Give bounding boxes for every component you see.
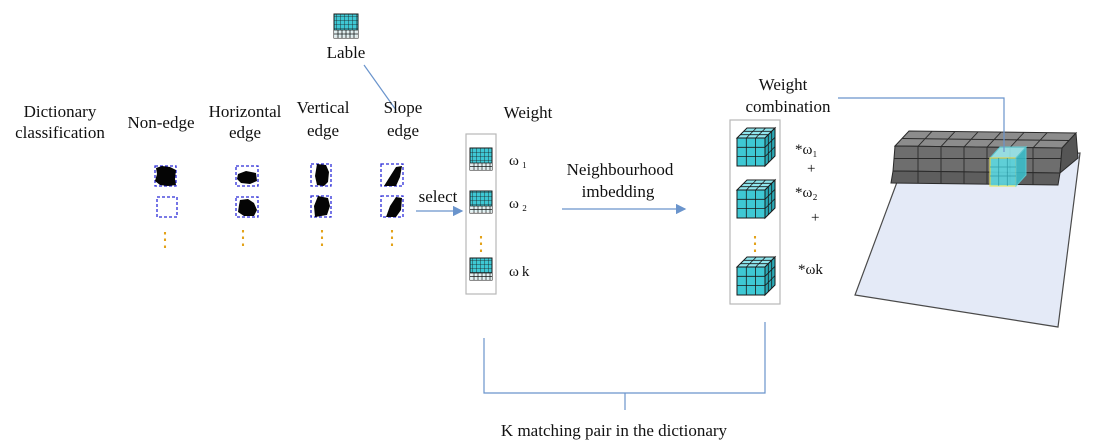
lable-grid-icon xyxy=(333,13,359,39)
nonedge-patch-1 xyxy=(154,165,177,187)
combination-cube-2 xyxy=(735,178,777,220)
matching-bracket xyxy=(483,322,766,394)
weight-grid-1 xyxy=(469,147,493,171)
combination-cube-k xyxy=(735,255,777,297)
combination-plus-1: + xyxy=(807,161,815,177)
weight-title: Weight xyxy=(504,103,553,122)
horizontal-label-line2: edge xyxy=(229,123,261,142)
slope-label-line1: Slope xyxy=(384,98,423,117)
combination-ellipsis: ⋮ xyxy=(745,233,765,255)
select-label: select xyxy=(419,187,458,206)
neighbourhood-label-line1: Neighbourhood xyxy=(567,160,674,179)
vertical-patch-2 xyxy=(310,195,332,218)
weight-grid-k xyxy=(469,257,493,281)
combination-term-1: *ω₁ xyxy=(795,142,818,158)
lable-text: Lable xyxy=(327,43,366,62)
dictionary-label-line2: classification xyxy=(15,123,105,142)
slope-ellipsis: ⋮ xyxy=(382,227,402,249)
block-row xyxy=(890,130,1079,186)
slope-patch-1 xyxy=(380,163,404,187)
nonedge-ellipsis: ⋮ xyxy=(155,229,175,251)
slope-patch-2 xyxy=(380,195,404,218)
combination-plus-2: + xyxy=(811,210,819,226)
combination-term-2: *ω₂ xyxy=(795,185,818,201)
neighbourhood-label-line2: imbedding xyxy=(582,182,655,201)
combination-term-k: *ωk xyxy=(798,262,823,278)
combination-title-line2: combination xyxy=(746,97,831,116)
weight-grid-2 xyxy=(469,190,493,214)
weight-omega-1: ω ₁ xyxy=(509,153,527,169)
nonedge-label: Non-edge xyxy=(127,113,194,132)
weight-ellipsis: ⋮ xyxy=(471,233,491,255)
highlighted-cube xyxy=(988,145,1028,188)
vertical-label-line2: edge xyxy=(307,121,339,140)
slope-label-line2: edge xyxy=(387,121,419,140)
lable-connector xyxy=(363,64,397,111)
horizontal-patch-1 xyxy=(235,165,259,187)
dictionary-label-line1: Dictionary xyxy=(24,102,97,121)
vertical-ellipsis: ⋮ xyxy=(312,227,332,249)
combination-title-line1: Weight xyxy=(759,75,808,94)
matching-pair-label: K matching pair in the dictionary xyxy=(501,421,728,440)
nonedge-patch-2 xyxy=(156,196,178,218)
combination-connector xyxy=(838,97,1005,152)
combination-cube-1 xyxy=(735,126,777,168)
horizontal-ellipsis: ⋮ xyxy=(233,227,253,249)
weight-omega-2: ω ₂ xyxy=(509,196,527,212)
vertical-label-line1: Vertical xyxy=(297,98,350,117)
horizontal-patch-2 xyxy=(235,196,259,218)
weight-omega-k: ω k xyxy=(509,264,530,280)
horizontal-label-line1: Horizontal xyxy=(209,102,282,121)
vertical-patch-1 xyxy=(310,163,332,187)
